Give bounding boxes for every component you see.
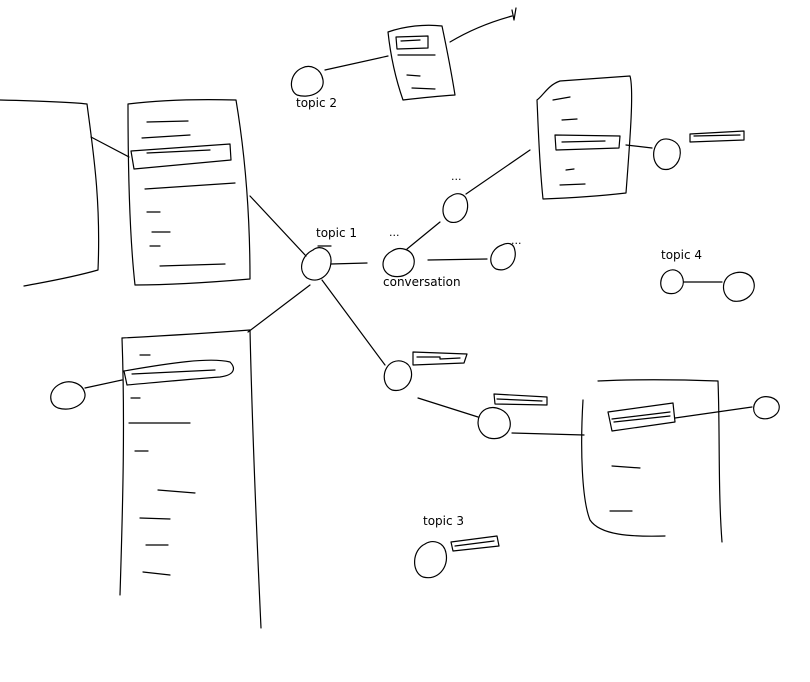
connector-topic1-bottom-doc xyxy=(247,284,311,333)
node-far-right xyxy=(753,396,780,420)
node-top-right xyxy=(653,138,681,171)
ellipsis-upper-node: ... xyxy=(451,170,462,183)
conversation-label: conversation xyxy=(383,275,461,289)
connector-doc-right xyxy=(625,144,653,149)
connector-left-to-doc xyxy=(90,136,130,158)
topic3-label: topic 3 xyxy=(423,514,465,528)
connector-topic1-conversation xyxy=(330,262,368,265)
conversation-node xyxy=(382,248,415,278)
node-upper-branch xyxy=(442,193,469,224)
connector-node-bottom-doc xyxy=(84,379,123,389)
label-box-topic3 xyxy=(450,535,500,552)
ellipsis-conversation: ... xyxy=(389,226,400,239)
topic4-label: topic 4 xyxy=(661,248,703,262)
label-box-middle-line xyxy=(416,356,461,360)
connector-upper-to-doc xyxy=(465,149,531,195)
document-top-right xyxy=(536,75,633,200)
topic1-node xyxy=(301,247,332,281)
label-box-topic3-line xyxy=(454,540,495,547)
label-box-lower-right-line xyxy=(496,398,543,402)
document-topic2 xyxy=(387,24,456,101)
connector-topic1-lower xyxy=(321,279,386,366)
label-box-lower-right xyxy=(493,393,548,406)
topic1-label: topic 1 xyxy=(316,226,358,240)
ellipsis-right-node: ... xyxy=(511,234,522,247)
node-lower-right xyxy=(477,407,511,440)
left-page-edge xyxy=(0,99,100,287)
connector-node-to-doc xyxy=(511,432,585,436)
topic3-node xyxy=(414,541,448,579)
connector-doc-to-right-node xyxy=(674,406,753,419)
connector-topic2-doc xyxy=(324,55,389,71)
topic2-label: topic 2 xyxy=(296,96,338,110)
topic2-node xyxy=(290,65,324,97)
connector-conversation-up xyxy=(406,221,441,250)
topic4-node-left xyxy=(660,269,684,295)
connector-doc-to-topic1 xyxy=(249,195,307,257)
connector-middle-to-node xyxy=(417,397,479,418)
topic4-node-right xyxy=(722,271,755,302)
node-right-of-conversation xyxy=(490,242,516,271)
document-bottom-left xyxy=(119,329,262,629)
node-bottom-left xyxy=(50,381,86,410)
small-mark-top xyxy=(511,7,517,21)
label-box-top-right-line xyxy=(693,134,741,137)
node-middle-lower xyxy=(383,360,413,392)
document-top-left xyxy=(127,99,251,286)
connector-conversation-right xyxy=(427,258,488,261)
label-box-top-right xyxy=(689,130,745,143)
connector-topic2-top xyxy=(449,15,513,43)
label-box-middle xyxy=(412,351,468,366)
document-bottom-right xyxy=(581,379,723,543)
